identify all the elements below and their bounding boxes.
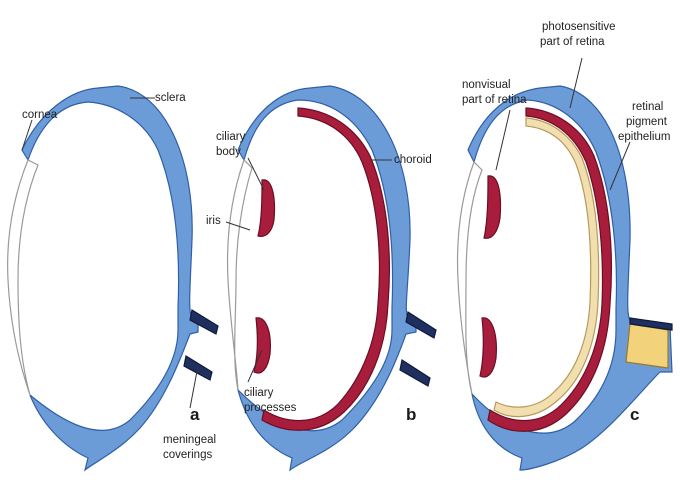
panel-a-cornea	[8, 160, 38, 395]
panel-c	[458, 86, 672, 470]
label-rpe-3: epithelium	[618, 131, 670, 143]
panel-b-meningeal-upper	[406, 312, 436, 338]
label-ciliary-body-2: body	[216, 146, 241, 158]
panel-a-letter: a	[190, 405, 200, 424]
panel-b-ciliary-body-upper	[258, 180, 275, 237]
panel-c-retina	[494, 118, 599, 417]
panel-c-optic-nerve	[626, 324, 668, 368]
label-cornea: cornea	[22, 109, 58, 121]
label-iris: iris	[206, 215, 221, 227]
label-ciliary-processes-1: ciliary	[244, 387, 274, 399]
panel-c-letter: c	[630, 405, 639, 424]
panel-b-cornea	[228, 160, 252, 390]
label-photosensitive-1: photosensitive	[542, 21, 616, 33]
label-nonvisual-1: nonvisual	[462, 79, 511, 91]
label-choroid: choroid	[394, 154, 432, 166]
label-ciliary-body-1: ciliary	[216, 131, 246, 143]
label-rpe-2: pigment	[626, 116, 668, 128]
panel-c-cornea	[458, 162, 482, 394]
label-photosensitive-2: part of retina	[540, 36, 605, 48]
panel-a-sclera	[22, 86, 198, 470]
leader-meningeal	[190, 366, 198, 408]
leader-nonvisual	[496, 110, 510, 170]
panel-a	[8, 86, 218, 470]
panel-b-ciliary-body-lower	[254, 318, 270, 373]
label-nonvisual-2: part of retina	[462, 94, 527, 106]
label-meningeal-2: coverings	[163, 449, 212, 461]
panel-b-meningeal-lower	[400, 360, 430, 386]
panel-c-nonvisual-retina-lower	[480, 318, 496, 377]
label-meningeal-1: meningeal	[163, 434, 216, 446]
label-ciliary-processes-2: processes	[244, 402, 297, 414]
label-sclera: sclera	[155, 92, 186, 104]
panel-b-letter: b	[406, 405, 416, 424]
label-rpe-1: retinal	[632, 101, 663, 113]
panel-b-choroid	[262, 108, 389, 430]
panel-c-nonvisual-retina-upper	[484, 176, 501, 238]
